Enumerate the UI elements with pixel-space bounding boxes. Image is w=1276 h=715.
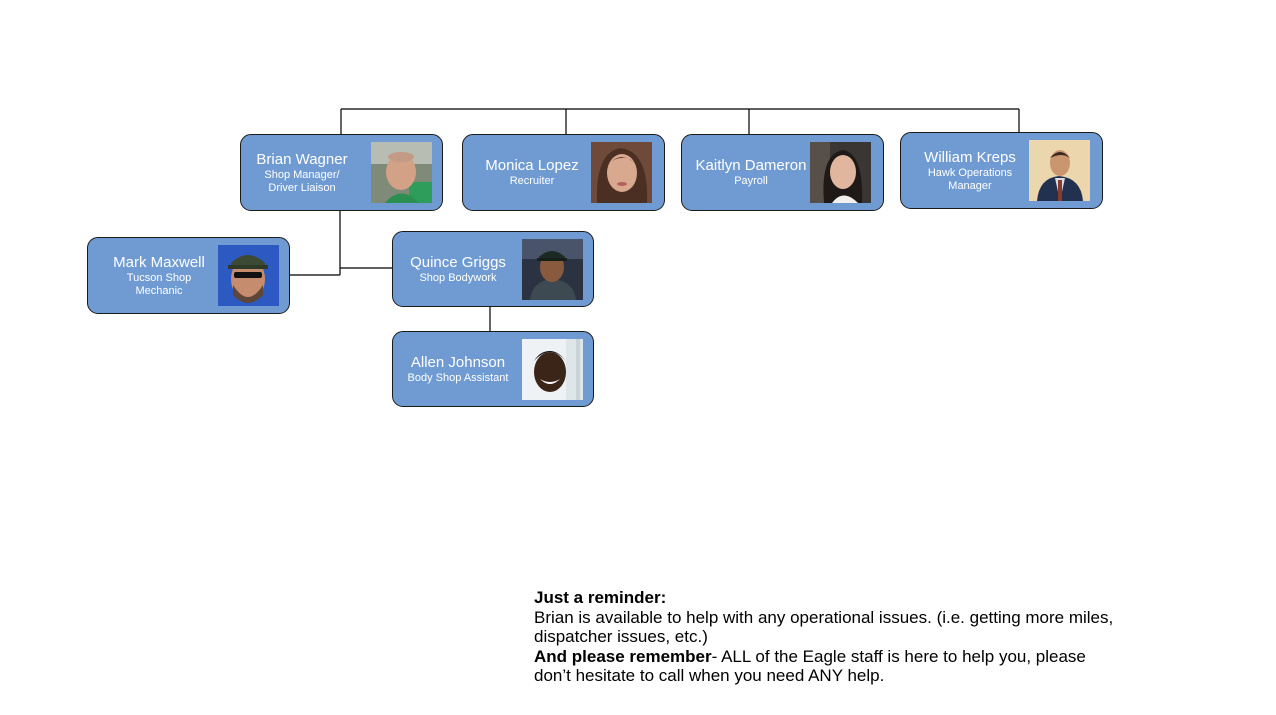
person-photo [1029,140,1090,201]
person-photo [591,142,652,203]
person-role: Payroll [734,175,768,187]
person-card-quince-griggs: Quince Griggs Shop Bodywork [392,231,594,307]
person-card-text: Monica Lopez Recruiter [469,135,595,210]
person-role: Shop Bodywork [419,271,497,284]
person-photo [522,239,583,300]
person-card-text: Allen Johnson Body Shop Assistant [399,332,517,406]
person-photo [522,339,583,400]
person-name: Quince Griggs [410,253,506,271]
reminder-line-staff: And please remember- ALL of the Eagle st… [534,647,1124,686]
reminder-staff-text: - ALL of the Eagle staff is here to help… [534,646,1086,686]
person-role: Hawk Operations Manager [927,166,1013,192]
reminder-heading: Just a reminder: [534,588,1124,608]
reminder-line-brian: Brian is available to help with any oper… [534,607,1114,647]
person-name: Kaitlyn Dameron [695,157,807,174]
person-card-text: Kaitlyn Dameron Payroll [688,135,814,210]
person-card-mark-maxwell: Mark Maxwell Tucson Shop Mechanic [87,237,290,314]
person-card-allen-johnson: Allen Johnson Body Shop Assistant [392,331,594,407]
person-name: Monica Lopez [485,157,579,174]
person-name: Mark Maxwell [113,253,205,271]
person-card-kaitlyn-dameron: Kaitlyn Dameron Payroll [681,134,884,211]
person-role: Body Shop Assistant [407,371,509,384]
person-photo [218,245,279,306]
person-name: Brian Wagner [256,150,348,168]
person-card-monica-lopez: Monica Lopez Recruiter [462,134,665,211]
person-name: Allen Johnson [410,353,506,371]
person-card-william-kreps: William Kreps Hawk Operations Manager [900,132,1103,209]
reminder-note: Just a reminder: Brian is available to h… [534,588,1124,686]
person-role: Shop Manager/ Driver Liaison [264,168,340,194]
person-card-text: Brian Wagner Shop Manager/ Driver Liaiso… [247,135,357,210]
person-role: Tucson Shop Mechanic [126,271,192,297]
person-card-text: Mark Maxwell Tucson Shop Mechanic [94,238,224,313]
person-role: Recruiter [509,175,555,187]
person-card-text: Quince Griggs Shop Bodywork [399,232,517,306]
reminder-heading-text: Just a reminder: [534,588,667,607]
person-card-brian-wagner: Brian Wagner Shop Manager/ Driver Liaiso… [240,134,443,211]
person-photo [810,142,871,203]
person-photo [371,142,432,203]
person-name: William Kreps [924,148,1016,166]
person-card-text: William Kreps Hawk Operations Manager [907,133,1033,208]
reminder-emphasis: And please remember [534,646,712,666]
